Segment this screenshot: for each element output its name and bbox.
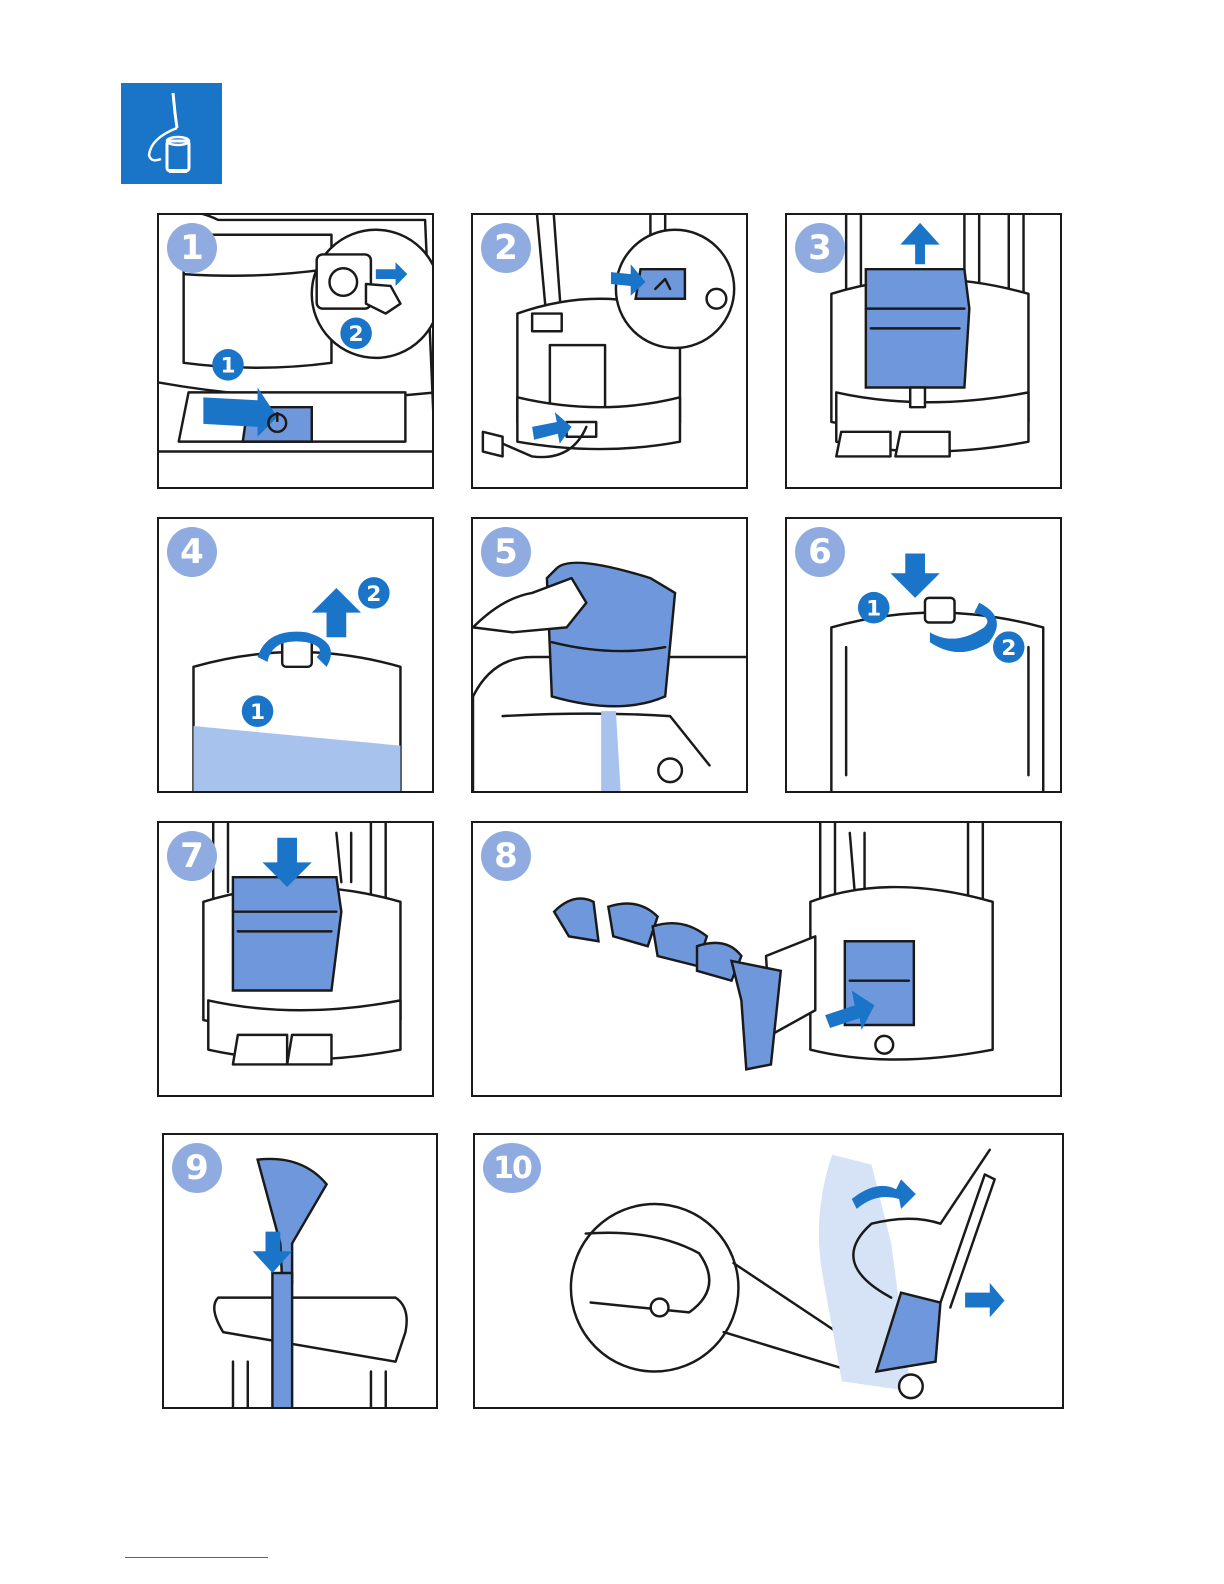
step-number: 3 xyxy=(795,223,845,273)
step-4-panel: 4 2 1 xyxy=(157,517,434,793)
garment-steamer-icon xyxy=(121,83,222,184)
step-7-panel: 7 xyxy=(157,821,434,1097)
step-number: 5 xyxy=(481,527,531,577)
step-10-panel: 10 xyxy=(473,1133,1064,1409)
svg-text:1: 1 xyxy=(220,354,235,379)
svg-text:2: 2 xyxy=(1001,636,1016,661)
svg-text:2: 2 xyxy=(366,582,381,607)
svg-text:1: 1 xyxy=(250,700,265,725)
step-5-panel: 5 xyxy=(471,517,748,793)
step-number: 9 xyxy=(172,1143,222,1193)
step-number: 7 xyxy=(167,831,217,881)
step-number: 1 xyxy=(167,223,217,273)
step-9-panel: 9 xyxy=(162,1133,438,1409)
step-number: 4 xyxy=(167,527,217,577)
step-1-panel: 1 1 2 xyxy=(157,213,434,489)
step-number: 2 xyxy=(481,223,531,273)
step-number: 8 xyxy=(481,831,531,881)
step-6-panel: 6 1 2 xyxy=(785,517,1062,793)
step-number: 6 xyxy=(795,527,845,577)
step-2-panel: 2 xyxy=(471,213,748,489)
svg-text:2: 2 xyxy=(349,322,364,347)
step-3-panel: 3 xyxy=(785,213,1062,489)
step-number: 10 xyxy=(483,1143,541,1193)
footer-rule xyxy=(125,1557,268,1558)
svg-text:1: 1 xyxy=(866,597,881,622)
step-8-panel: 8 xyxy=(471,821,1062,1097)
